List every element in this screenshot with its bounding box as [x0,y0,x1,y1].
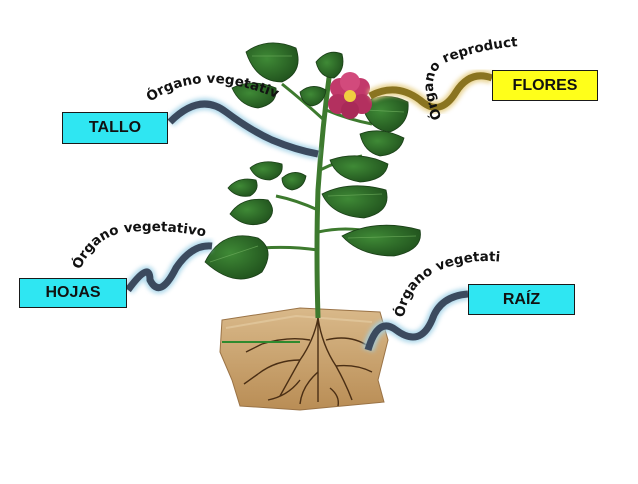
label-raiz: RAÍZ [468,284,575,315]
label-hojas-text: HOJAS [45,284,101,301]
flower [328,72,372,119]
leaves [204,42,421,280]
connector-tallo [165,98,320,160]
roots [243,317,373,407]
label-raiz-text: RAÍZ [502,290,541,308]
label-hojas: HOJAS [19,278,127,308]
caption-tallo: Órgano vegetativo [0,0,281,105]
label-flores-text: FLORES [512,76,578,94]
label-tallo-text: TALLO [88,119,142,136]
connector-raiz [362,288,469,352]
connector-hojas [123,239,213,294]
label-flores: FLORES [492,70,598,101]
connector-flores [367,69,495,114]
leaf-veins [209,55,417,263]
soil-block [219,307,389,411]
label-tallo: TALLO [62,112,168,144]
